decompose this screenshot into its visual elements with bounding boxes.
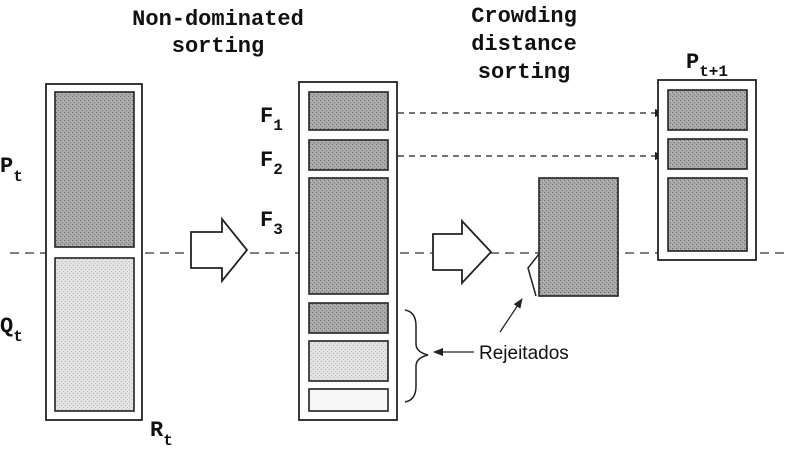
hollow-arrow-1 bbox=[190, 216, 249, 284]
pt-block bbox=[54, 91, 135, 248]
nondominated-title-line2: sorting bbox=[172, 34, 264, 59]
pnext-f2-block bbox=[667, 138, 748, 170]
crowding-title-line1: Crowding bbox=[471, 4, 577, 29]
sorted-fronts-column bbox=[298, 81, 398, 421]
crowding-sorted-f3-block bbox=[538, 177, 619, 297]
front-f1-block bbox=[308, 91, 389, 131]
f3-label: F3 bbox=[260, 208, 283, 239]
rejected-front-block-2 bbox=[308, 340, 389, 382]
crowding-title-line3: sorting bbox=[478, 60, 570, 85]
rejected-front-block-1 bbox=[308, 302, 389, 334]
rt-label: Rt bbox=[150, 418, 173, 450]
nondominated-title-line1: Non-dominated bbox=[132, 7, 304, 32]
pt-label: Pt bbox=[0, 154, 23, 186]
crowding-title-line2: distance bbox=[471, 32, 577, 57]
pnext-f3-part-block bbox=[667, 177, 748, 252]
front-f3-block bbox=[308, 177, 389, 295]
pnext-f1-block bbox=[667, 89, 748, 131]
rejected-brace bbox=[404, 309, 429, 403]
pnext-label: Pt+1 bbox=[686, 50, 728, 81]
combined-population-rt bbox=[45, 83, 143, 421]
f2-label: F2 bbox=[260, 148, 283, 179]
rejected-bracket-arrow bbox=[499, 298, 523, 333]
rejected-label: Rejeitados bbox=[479, 343, 569, 364]
front-f2-block bbox=[308, 139, 389, 171]
rejected-part-bracket bbox=[527, 253, 540, 297]
next-population-pt1 bbox=[657, 79, 757, 261]
f1-label: F1 bbox=[260, 104, 283, 135]
rejected-front-block-3 bbox=[308, 388, 389, 412]
qt-label: Qt bbox=[0, 314, 23, 346]
hollow-arrow-2 bbox=[432, 218, 493, 286]
qt-block bbox=[54, 257, 135, 412]
